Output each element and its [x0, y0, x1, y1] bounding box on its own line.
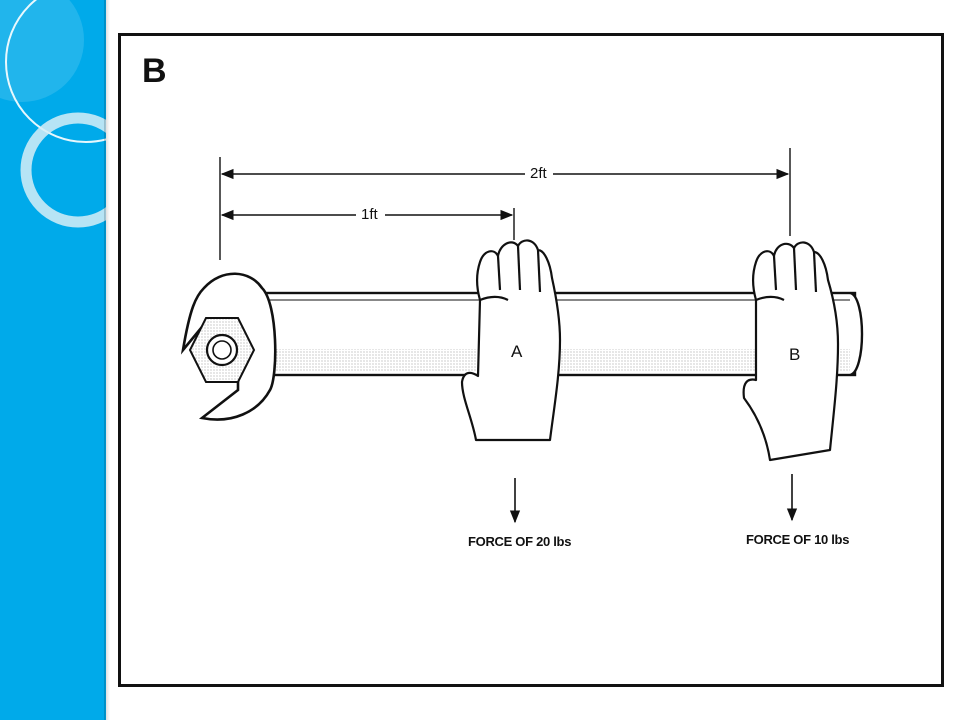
- dimension-label-1ft: 1ft: [361, 206, 378, 223]
- panel-letter: B: [142, 52, 167, 90]
- hand-b-illustration: [742, 241, 840, 462]
- sidebar-circle-large: [0, 0, 84, 102]
- force-arrows: [509, 474, 798, 524]
- extension-lines: [219, 148, 791, 260]
- hand-label-b: B: [789, 345, 801, 364]
- sidebar-ring-thin: [5, 0, 106, 143]
- dimension-label-2ft: 2ft: [530, 165, 547, 182]
- wrench-head: [180, 272, 277, 421]
- hand-a-illustration: [460, 239, 562, 442]
- sidebar-ring-ornament: [0, 0, 106, 228]
- slide-sidebar: [0, 0, 106, 720]
- force-label-b: FORCE OF 10 lbs: [746, 532, 850, 547]
- hand-label-a: A: [511, 342, 523, 361]
- sidebar-shadow: [104, 0, 110, 720]
- force-label-a: FORCE OF 20 lbs: [468, 534, 572, 549]
- sidebar-ring-thick: [20, 112, 106, 228]
